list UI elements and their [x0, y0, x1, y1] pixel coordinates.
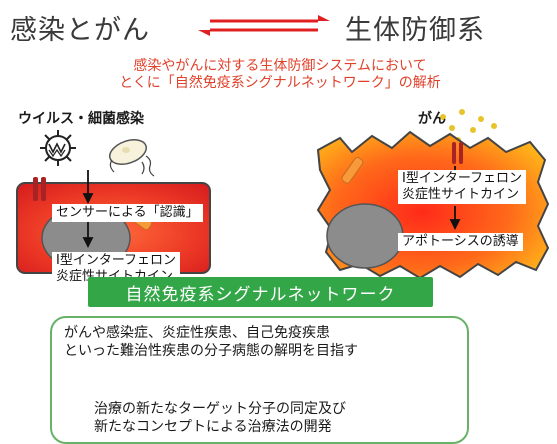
result-line-1: 治療の新たなターゲット分子の同定及び — [94, 401, 346, 417]
subtitle-line-1: 感染やがんに対する生体防御システムにおいて — [133, 58, 427, 74]
apoptosis-label: アポトーシスの誘導 — [398, 233, 523, 251]
goal-text: がんや感染症、炎症性疾患、自己免疫疾患 といった難治性疾患の分子病態の解明を目指… — [64, 324, 358, 360]
result-line-2: 新たなコンセプトによる治療法の開発 — [94, 419, 332, 435]
signal-arrows-left — [82, 170, 94, 249]
subtitle-line-2: とくに「自然免疫系シグナルネットワーク」の解析 — [119, 75, 441, 91]
cytokine-label: 炎症性サイトカイン — [402, 187, 520, 202]
innate-immunity-banner: 自然免疫系シグナルネットワーク — [88, 277, 433, 307]
interferon-label: I型インターフェロン — [56, 253, 177, 268]
goal-frame — [50, 316, 469, 444]
sensor-recognition-label: センサーによる「認識」 — [52, 204, 203, 222]
subtitle: 感染やがんに対する生体防御システムにおいて とくに「自然免疫系シグナルネットワー… — [20, 58, 540, 92]
goal-line-2: といった難治性疾患の分子病態の解明を目指す — [64, 343, 358, 359]
infection-heading: ウイルス・細菌感染 — [18, 111, 144, 127]
cancer-output-label: I型インターフェロン 炎症性サイトカイン — [398, 170, 527, 204]
title-infection-cancer: 感染とがん — [10, 15, 150, 46]
interferon-label: I型インターフェロン — [402, 171, 523, 186]
virus-icon — [40, 130, 76, 166]
tumor-cell — [316, 130, 550, 280]
result-text: 治療の新たなターゲット分子の同定及び 新たなコンセプトによる治療法の開発 — [94, 400, 346, 436]
bacterium-icon — [109, 139, 155, 177]
title-host-defense: 生体防御系 — [345, 15, 485, 46]
receptor-icon — [452, 142, 463, 164]
goal-line-1: がんや感染症、炎症性疾患、自己免疫疾患 — [64, 325, 330, 341]
receptor-icon — [33, 177, 46, 201]
bidirectional-arrow-icon — [198, 15, 330, 36]
cancer-heading: がん — [418, 111, 446, 127]
signal-arrows-right — [449, 166, 461, 231]
